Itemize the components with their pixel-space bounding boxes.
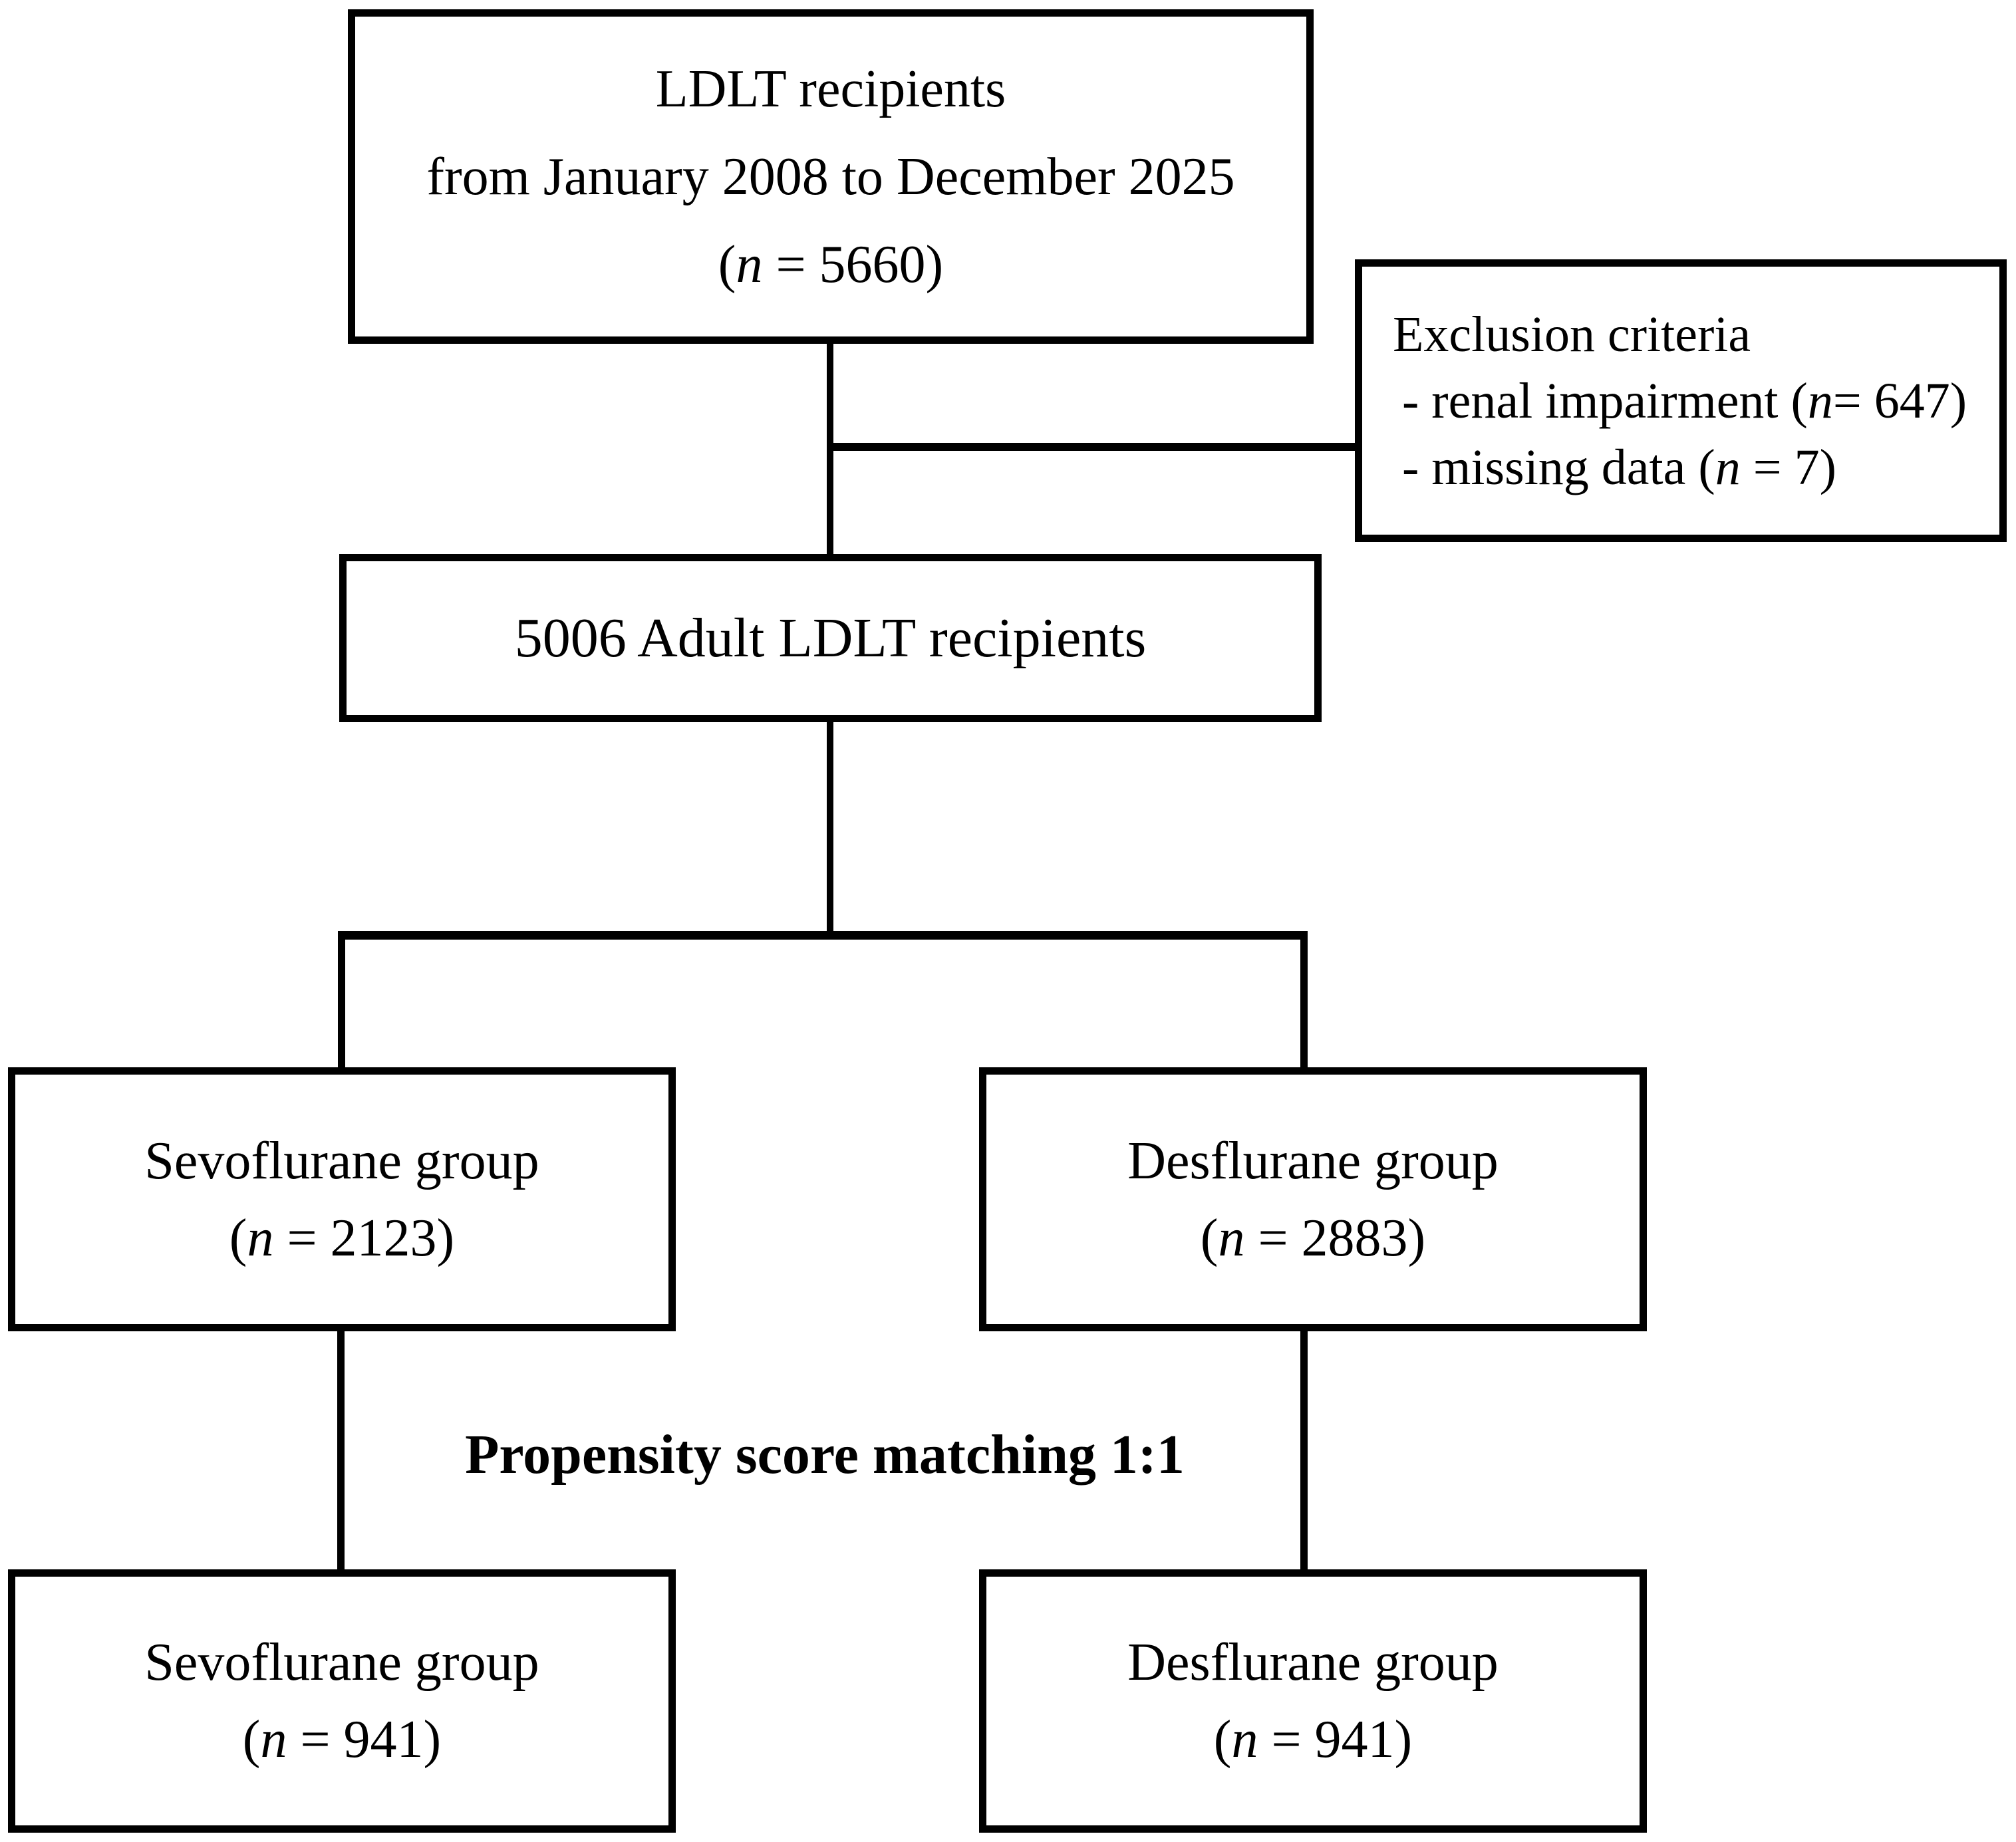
exclusion-title: Exclusion criteria [1393,306,1751,362]
sevoflurane-group-label: Sevoflurane group [144,1131,539,1190]
desflurane-matched-label: Desflurane group [1127,1633,1499,1692]
flow-box-desflurane-group-matched: Desflurane group (n = 941) [979,1569,1647,1833]
sevoflurane-matched-count: (n = 941) [242,1710,442,1769]
connector-eligible-to-split-line [827,722,833,935]
connector-to-exclusion-line [830,443,1356,451]
sevoflurane-matched-label: Sevoflurane group [144,1633,539,1692]
desflurane-matched-count: (n = 941) [1213,1710,1413,1769]
desflurane-group-count: (n = 2883) [1200,1208,1426,1267]
ldlt-recipients-line2: from January 2008 to December 2025 [426,147,1235,206]
flow-box-desflurane-group: Desflurane group (n = 2883) [979,1067,1647,1331]
sevoflurane-group-count: (n = 2123) [229,1208,455,1267]
connector-matching-right-line [1300,1331,1308,1569]
desflurane-group-label: Desflurane group [1127,1131,1499,1190]
flow-box-sevoflurane-group-matched: Sevoflurane group (n = 941) [8,1569,676,1833]
flow-box-adult-ldlt-recipients: 5006 Adult LDLT recipients [339,554,1322,722]
ldlt-recipients-count: (n = 5660) [718,235,944,294]
adult-ldlt-recipients-label: 5006 Adult LDLT recipients [514,606,1147,669]
exclusion-item-missing-data: - missing data (n = 7) [1402,439,1836,495]
propensity-matching-label: Propensity score matching 1:1 [465,1424,1185,1486]
connector-split-left-line [338,931,345,1067]
connector-split-horizontal-line [338,931,1308,940]
exclusion-item-renal-impairment: - renal impairment (n= 647) [1402,372,1967,429]
ldlt-recipients-line1: LDLT recipients [655,59,1006,118]
connector-matching-left-line [337,1331,345,1569]
flow-box-sevoflurane-group: Sevoflurane group (n = 2123) [8,1067,676,1331]
flow-box-exclusion-criteria: Exclusion criteria - renal impairment (n… [1355,259,2007,542]
connector-split-right-line [1300,931,1308,1067]
flow-box-ldlt-recipients: LDLT recipients from January 2008 to Dec… [348,9,1314,344]
